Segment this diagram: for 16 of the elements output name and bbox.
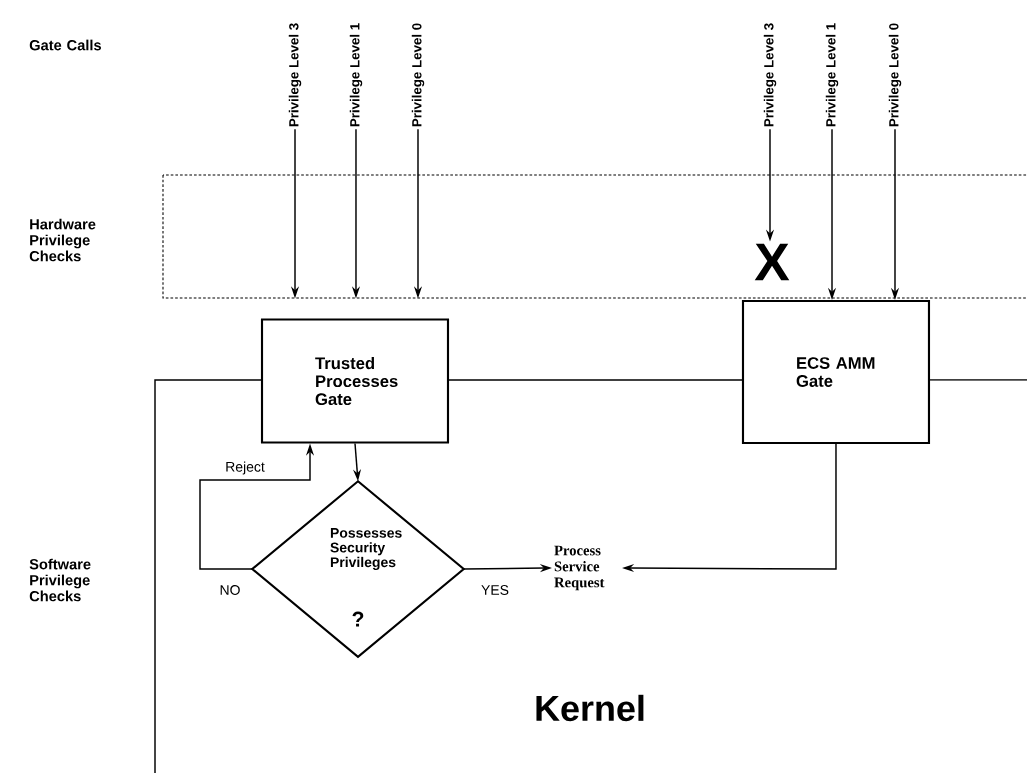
- gate-box: Trusted Processes Gate: [260, 318, 450, 444]
- privilege-level-label: Privilege Level 3: [763, 23, 777, 127]
- privilege-level-label: Privilege Level 0: [888, 23, 902, 127]
- row-label: Hardware Privilege Checks: [29, 218, 96, 262]
- privilege-level-label: Privilege Level 1: [349, 23, 363, 127]
- row-label: Software Privilege Checks: [29, 558, 91, 602]
- process-label: Process Service Request: [554, 545, 605, 591]
- edge-label: YES: [479, 583, 511, 597]
- blocked-mark: X: [754, 243, 790, 281]
- region-label: Kernel: [536, 694, 644, 722]
- privilege-level-label: Privilege Level 1: [825, 23, 839, 127]
- gate-box: ECS AMM Gate: [741, 299, 931, 445]
- privilege-level-label: Privilege Level 0: [411, 23, 425, 127]
- edge-label: Reject: [223, 460, 267, 476]
- privilege-level-label: Privilege Level 3: [288, 23, 302, 127]
- row-label: Gate Calls: [29, 39, 101, 51]
